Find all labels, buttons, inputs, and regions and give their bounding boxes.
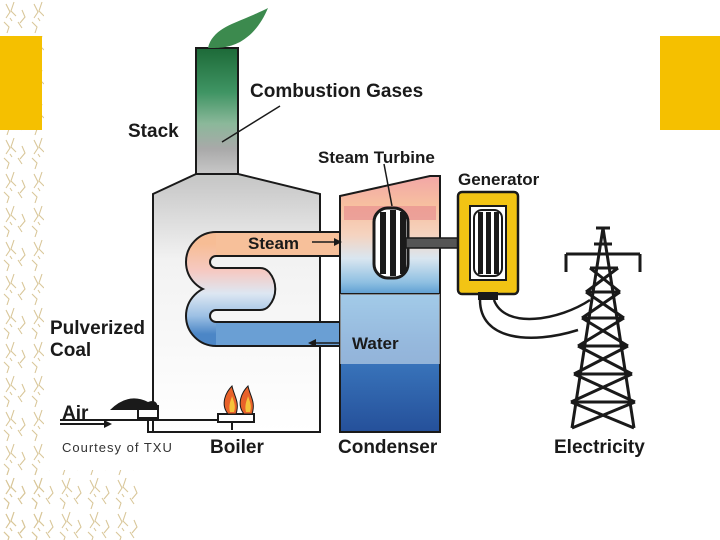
burner — [217, 384, 255, 423]
label-pulverized-coal: Pulverized Coal — [50, 318, 146, 361]
accent-block-right-top — [660, 36, 720, 130]
label-water: Water — [352, 334, 399, 353]
label-boiler: Boiler — [210, 437, 264, 458]
label-electricity: Electricity — [554, 437, 645, 458]
label-steam-turbine: Steam Turbine — [318, 148, 435, 167]
label-steam: Steam — [248, 234, 300, 253]
air-arrow — [104, 420, 112, 428]
annotation-leaders — [221, 105, 393, 344]
label-condenser: Condenser — [338, 437, 438, 458]
steam-turbine-rotor — [372, 206, 410, 280]
label-stack: Stack — [128, 121, 179, 142]
generator-unit — [456, 190, 520, 300]
smoke-plume — [208, 8, 268, 48]
label-generator: Generator — [458, 170, 540, 189]
credit-text: Courtesy of TXU — [62, 440, 173, 455]
stack-chimney — [195, 47, 239, 175]
steam-arrow — [334, 238, 342, 246]
accent-block-left — [0, 36, 42, 130]
condenser-tank — [339, 293, 441, 433]
pulverized-coal-hopper — [110, 398, 158, 410]
water-arrow — [308, 339, 316, 347]
power-cables — [478, 298, 591, 340]
label-air: Air — [62, 403, 89, 424]
bottom-pattern-strip — [0, 470, 140, 540]
transmission-tower — [564, 226, 642, 430]
label-combustion-gases: Combustion Gases — [250, 81, 424, 102]
